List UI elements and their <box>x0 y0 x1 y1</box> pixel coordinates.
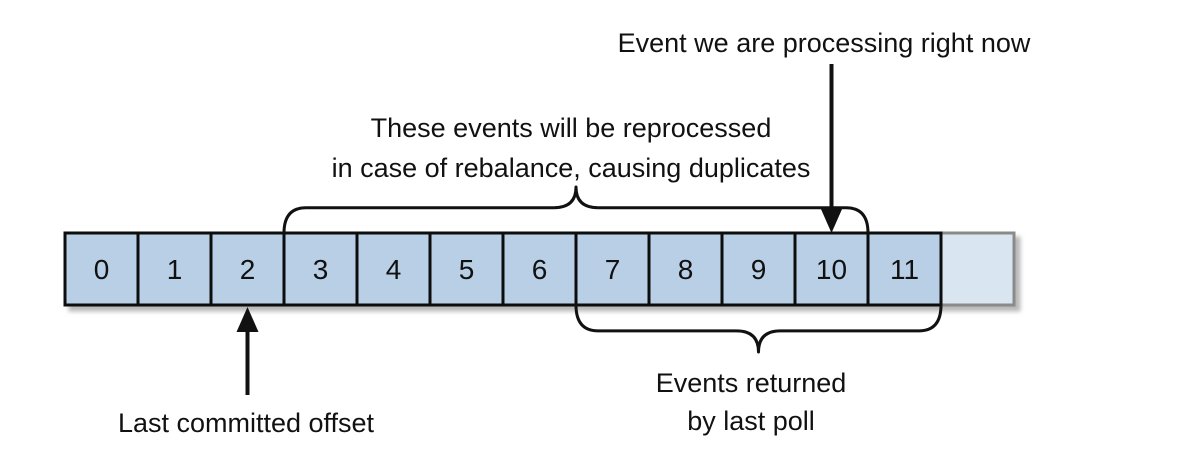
offset-label-6: 6 <box>532 254 548 285</box>
reprocessed-label-line1: These events will be reprocessed <box>371 113 772 143</box>
committed-arrow-head <box>236 307 259 332</box>
offset-label-5: 5 <box>459 254 475 285</box>
offset-cell-11 <box>866 231 943 307</box>
offset-cell-4 <box>355 231 432 307</box>
offset-label-9: 9 <box>751 254 767 285</box>
offset-label-0: 0 <box>94 254 110 285</box>
offset-label-2: 2 <box>240 254 256 285</box>
last-poll-events-brace <box>574 303 943 354</box>
offset-cell-0 <box>63 231 140 307</box>
offset-label-8: 8 <box>678 254 694 285</box>
processing-arrow-head <box>820 208 843 233</box>
offset-cell-6 <box>501 231 578 307</box>
last-poll-label-line1: Events returned <box>656 368 847 398</box>
offset-label-10: 10 <box>816 254 847 285</box>
offset-cell-7 <box>574 231 651 307</box>
offset-cell-5 <box>428 231 505 307</box>
offset-cell-1 <box>136 231 213 307</box>
offset-cell-8 <box>647 231 724 307</box>
offset-array: 0 1 2 3 4 5 6 7 8 9 10 11 <box>63 231 1016 307</box>
offset-label-4: 4 <box>386 254 402 285</box>
empty-offset-cell <box>939 231 1016 307</box>
offset-array-shadow <box>63 231 1016 307</box>
offset-cell-3 <box>282 231 359 307</box>
offset-label-1: 1 <box>167 254 183 285</box>
reprocessed-events-brace <box>282 185 870 235</box>
offset-label-11: 11 <box>890 254 919 285</box>
processing-label: Event we are processing right now <box>618 28 1031 58</box>
offset-label-7: 7 <box>605 254 621 285</box>
reprocessed-label-line2: in case of rebalance, causing duplicates <box>332 153 811 183</box>
last-poll-label-line2: by last poll <box>687 406 815 436</box>
last-committed-label: Last committed offset <box>118 408 375 438</box>
offset-cell-10 <box>793 231 870 307</box>
offset-label-3: 3 <box>313 254 329 285</box>
